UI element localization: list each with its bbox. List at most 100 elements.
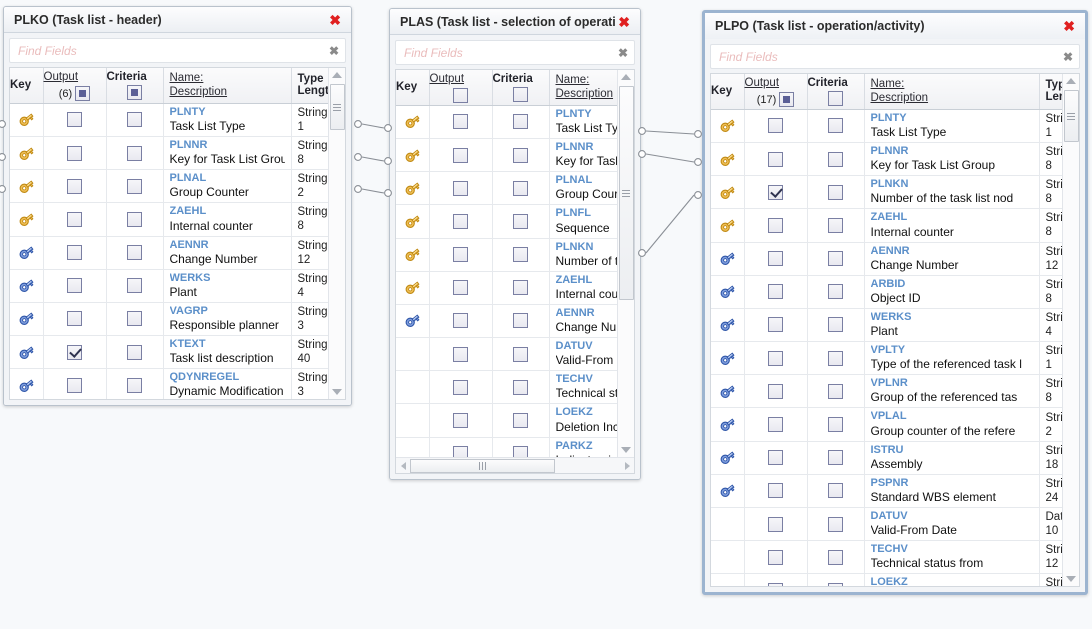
row-output-cell[interactable] — [744, 507, 808, 542]
row-criteria-cell[interactable] — [807, 242, 865, 276]
scroll-up-button[interactable] — [1064, 74, 1079, 88]
col-criteria[interactable]: Criteria — [492, 70, 550, 106]
criteria-checkbox[interactable] — [513, 313, 528, 329]
clear-search-icon[interactable]: ✖ — [328, 43, 339, 58]
row-criteria-cell[interactable] — [807, 407, 865, 442]
output-checkbox[interactable] — [768, 350, 783, 366]
row-output-cell[interactable] — [429, 337, 493, 372]
row-criteria-cell[interactable] — [807, 175, 865, 210]
row-output-cell[interactable] — [744, 441, 808, 475]
criteria-checkbox[interactable] — [828, 582, 843, 586]
row-output-cell[interactable] — [43, 335, 107, 370]
horizontal-scrollbar[interactable] — [396, 457, 634, 473]
row-output-cell[interactable] — [429, 304, 493, 339]
output-checkbox[interactable] — [768, 383, 783, 399]
row-output-cell[interactable] — [744, 374, 808, 409]
criteria-checkbox[interactable] — [828, 350, 843, 366]
output-checkbox[interactable] — [67, 112, 82, 128]
criteria-master-checkbox[interactable] — [828, 90, 843, 106]
criteria-checkbox[interactable] — [828, 383, 843, 399]
criteria-checkbox[interactable] — [828, 184, 843, 200]
row-output-cell[interactable] — [744, 407, 808, 442]
search-input[interactable] — [18, 43, 329, 58]
scroll-thumb[interactable] — [1063, 90, 1079, 142]
criteria-checkbox[interactable] — [127, 377, 142, 393]
output-checkbox[interactable] — [67, 311, 82, 327]
output-master-checkbox[interactable] — [75, 86, 91, 102]
row-output-cell[interactable] — [744, 142, 808, 177]
output-checkbox[interactable] — [453, 147, 468, 163]
output-checkbox[interactable] — [768, 582, 783, 586]
row-output-cell[interactable] — [429, 238, 493, 272]
scroll-thumb[interactable] — [618, 86, 634, 300]
vertical-scrollbar[interactable] — [617, 70, 634, 457]
row-criteria-cell[interactable] — [106, 335, 164, 370]
scroll-left-button[interactable] — [396, 461, 410, 470]
output-checkbox[interactable] — [768, 516, 783, 532]
criteria-checkbox[interactable] — [828, 217, 843, 233]
output-checkbox[interactable] — [67, 245, 82, 261]
row-criteria-cell[interactable] — [807, 341, 865, 376]
row-output-cell[interactable] — [429, 138, 493, 173]
output-checkbox[interactable] — [67, 178, 82, 194]
row-criteria-cell[interactable] — [807, 208, 865, 243]
vertical-scrollbar[interactable] — [328, 68, 345, 399]
row-criteria-cell[interactable] — [492, 437, 550, 457]
panel-plpo[interactable]: PLPO (Task list - operation/activity) ✖ … — [702, 10, 1088, 595]
row-output-cell[interactable] — [744, 341, 808, 376]
criteria-checkbox[interactable] — [828, 450, 843, 466]
output-checkbox[interactable] — [453, 446, 468, 457]
output-checkbox[interactable] — [768, 417, 783, 433]
scroll-down-button[interactable] — [1064, 572, 1079, 586]
criteria-checkbox[interactable] — [127, 112, 142, 128]
row-criteria-cell[interactable] — [807, 374, 865, 409]
row-output-cell[interactable] — [744, 573, 808, 586]
criteria-master-checkbox[interactable] — [127, 84, 142, 100]
output-checkbox[interactable] — [768, 483, 783, 499]
criteria-checkbox[interactable] — [828, 549, 843, 565]
criteria-checkbox[interactable] — [513, 114, 528, 130]
row-output-cell[interactable] — [744, 474, 808, 509]
col-name[interactable]: Name: Description — [163, 68, 292, 104]
output-checkbox[interactable] — [453, 247, 468, 263]
row-criteria-cell[interactable] — [492, 337, 550, 372]
row-criteria-cell[interactable] — [492, 105, 550, 139]
criteria-checkbox[interactable] — [513, 346, 528, 362]
output-checkbox[interactable] — [768, 184, 783, 200]
row-criteria-cell[interactable] — [106, 202, 164, 237]
col-type[interactable]: Type Length — [291, 68, 328, 104]
table-row[interactable]: PLNFLSequenceString6 — [396, 204, 617, 239]
row-criteria-cell[interactable] — [807, 507, 865, 542]
col-type[interactable]: Type Length — [1039, 74, 1062, 110]
output-checkbox[interactable] — [67, 145, 82, 161]
criteria-checkbox[interactable] — [127, 344, 142, 360]
find-fields-bar-plas[interactable]: ✖ — [395, 40, 635, 65]
vertical-scrollbar[interactable] — [1062, 74, 1079, 586]
criteria-checkbox[interactable] — [828, 118, 843, 134]
criteria-checkbox[interactable] — [127, 245, 142, 261]
output-checkbox[interactable] — [768, 251, 783, 267]
